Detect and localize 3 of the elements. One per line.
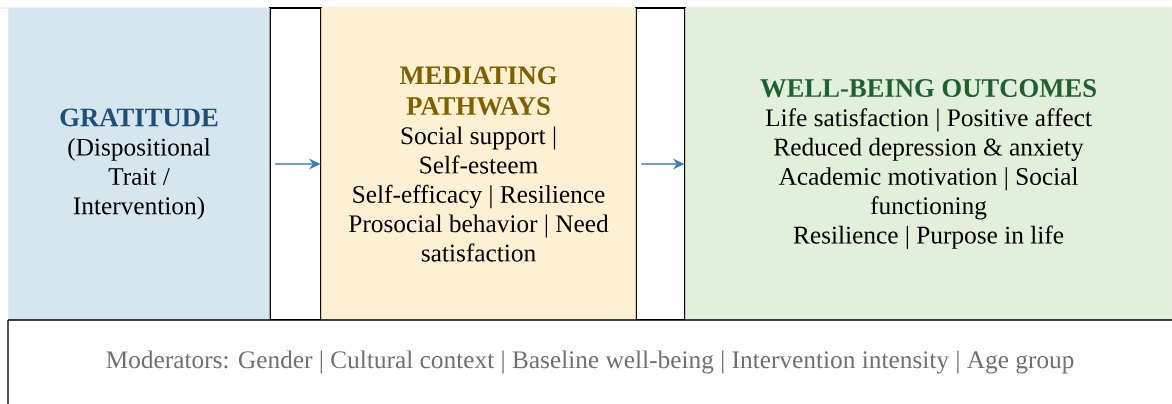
mediator-box: MEDIATING PATHWAYS Social support | Self-esteem Self-efficacy | Resilience Prosocial behavior | Need satisfaction xyxy=(321,8,636,320)
input-box: GRATITUDE (Dispositional Trait / Intervention) xyxy=(8,8,270,320)
outcome-box: WELL-BEING OUTCOMES Life satisfaction | Positive affect Reduced depression & anxiety Academic motivation | Social functioning Resilience | Purpose in life xyxy=(685,8,1172,320)
